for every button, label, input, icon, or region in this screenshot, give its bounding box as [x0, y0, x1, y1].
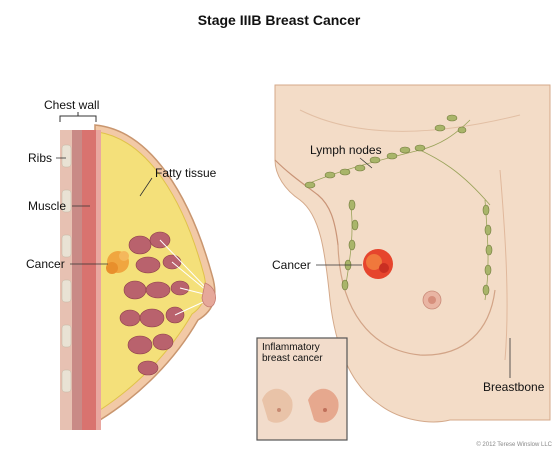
inset-caption: Inflammatory breast cancer — [262, 342, 346, 364]
label-breastbone: Breastbone — [483, 380, 544, 394]
tumor-right — [363, 249, 393, 279]
label-cancer-right: Cancer — [272, 258, 311, 272]
copyright-notice: © 2012 Terese Winslow LLC — [476, 442, 552, 448]
label-ribs: Ribs — [28, 151, 52, 165]
inset-caption-line2: breast cancer — [262, 353, 346, 364]
label-fatty-tissue: Fatty tissue — [155, 166, 216, 180]
inset-caption-line1: Inflammatory — [262, 342, 346, 353]
label-cancer-left: Cancer — [26, 257, 65, 271]
label-chest-wall: Chest wall — [44, 98, 99, 112]
label-lymph-nodes: Lymph nodes — [310, 143, 382, 157]
breast-cross-section — [56, 112, 216, 430]
label-muscle: Muscle — [28, 199, 66, 213]
